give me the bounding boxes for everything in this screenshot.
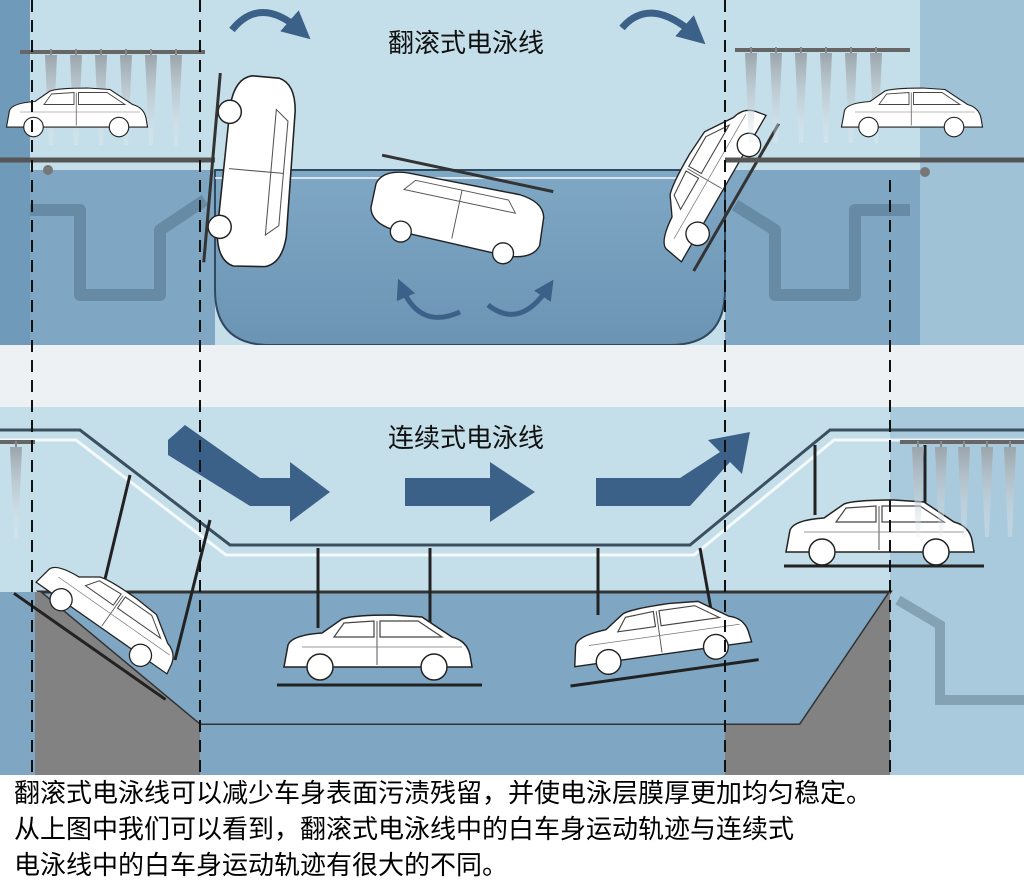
top-band-left bbox=[0, 0, 30, 345]
stir-arrow-right bbox=[486, 279, 554, 317]
stir-arrow-left bbox=[396, 278, 462, 320]
caption-line-2: 从上图中我们可以看到，翻滚式电泳线中的白车身运动轨迹与连续式 bbox=[14, 815, 795, 845]
flow-arrow-mid bbox=[405, 462, 535, 522]
flow-arrow-down bbox=[168, 425, 330, 522]
continuous-car-rising bbox=[567, 592, 759, 688]
caption: 翻滚式电泳线可以减少车身表面污渍残留，并使电泳层膜厚更加均匀稳定。 从上图中我们… bbox=[14, 776, 1014, 884]
left-spray-station bbox=[0, 48, 215, 175]
left-deck bbox=[0, 592, 35, 775]
electrophoresis-diagram: 翻滚式电泳线 bbox=[0, 0, 1024, 775]
hanger-mid-4 bbox=[698, 547, 714, 616]
rotate-arrow-left bbox=[229, 9, 311, 40]
right-spray-station bbox=[725, 46, 1024, 177]
right-small-tank bbox=[731, 199, 910, 301]
left-small-tank bbox=[30, 195, 209, 301]
tumbling-car-entering bbox=[202, 72, 301, 272]
tumbling-car-exiting bbox=[640, 91, 780, 272]
right-small-basin bbox=[895, 595, 1024, 705]
conveyor-rail bbox=[0, 428, 1024, 547]
flow-arrow-up bbox=[596, 432, 750, 506]
tumbling-line-label: 翻滚式电泳线 bbox=[388, 29, 544, 59]
dashed-guides bbox=[31, 0, 891, 775]
rotate-arrow-right bbox=[619, 9, 706, 45]
caption-line-1: 翻滚式电泳线可以减少车身表面污渍残留，并使电泳层膜厚更加均匀稳定。 bbox=[14, 779, 873, 809]
continuous-line-label: 连续式电泳线 bbox=[388, 424, 544, 454]
continuous-car-submerged bbox=[277, 614, 482, 687]
hanger-left-2 bbox=[173, 519, 212, 661]
bottom-right-spray-station bbox=[900, 440, 1024, 538]
bath-floor bbox=[200, 725, 725, 775]
top-floor-left bbox=[0, 170, 215, 345]
bath-wall-right bbox=[725, 592, 890, 775]
bottom-left-spray-station bbox=[0, 440, 35, 538]
divider-band bbox=[0, 345, 1024, 407]
caption-line-3: 电泳线中的白车身运动轨迹有很大的不同。 bbox=[14, 851, 509, 881]
continuous-car-exited bbox=[784, 499, 984, 568]
bottom-band-right bbox=[890, 407, 1024, 775]
continuous-car-descending bbox=[13, 545, 193, 701]
top-band-right bbox=[920, 0, 1024, 345]
tumbling-car-submerged bbox=[364, 153, 554, 272]
